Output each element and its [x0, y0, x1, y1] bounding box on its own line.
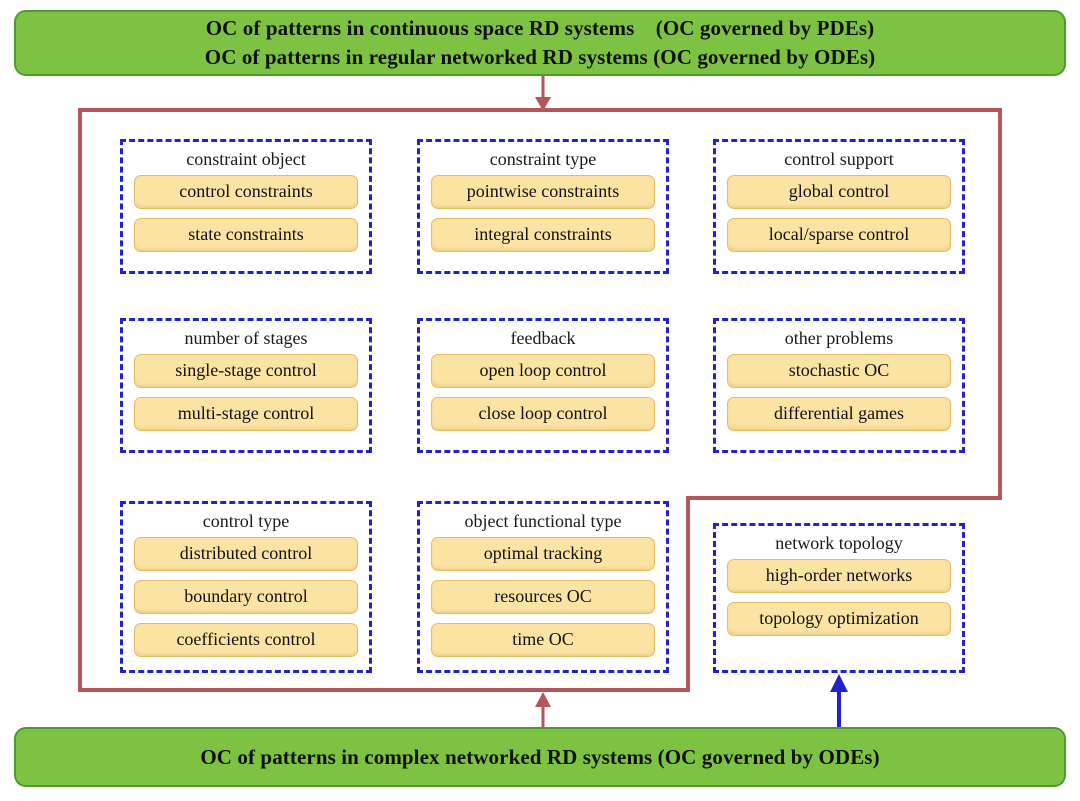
item-boundary-control[interactable]: boundary control [134, 580, 358, 615]
item-optimal-tracking[interactable]: optimal tracking [431, 537, 655, 572]
top-banner-line-2: OC of patterns in regular networked RD s… [204, 45, 876, 69]
group-other-problems: other problems stochastic OC differentia… [713, 318, 965, 453]
item-integral-constraints[interactable]: integral constraints [431, 218, 655, 253]
group-constraint-object: constraint object control constraints st… [120, 139, 372, 274]
item-global-control[interactable]: global control [727, 175, 951, 210]
bottom-banner-line: OC of patterns in complex networked RD s… [200, 744, 880, 769]
group-title: control support [784, 149, 894, 169]
item-single-stage-control[interactable]: single-stage control [134, 354, 358, 389]
group-title: other problems [784, 328, 894, 348]
item-open-loop-control[interactable]: open loop control [431, 354, 655, 389]
bottom-banner-up-arrow [535, 692, 551, 730]
item-local-sparse-control[interactable]: local/sparse control [727, 218, 951, 253]
group-title: feedback [510, 328, 576, 348]
group-network-topology: network topology high-order networks top… [713, 523, 965, 673]
group-title: constraint type [489, 149, 597, 169]
group-feedback: feedback open loop control close loop co… [417, 318, 669, 453]
item-time-oc[interactable]: time OC [431, 623, 655, 658]
top-banner-down-arrow [535, 76, 551, 111]
group-title: network topology [775, 533, 903, 553]
group-title: object functional type [464, 511, 622, 531]
item-coefficients-control[interactable]: coefficients control [134, 623, 358, 658]
item-distributed-control[interactable]: distributed control [134, 537, 358, 572]
group-object-functional-type: object functional type optimal tracking … [417, 501, 669, 673]
group-title: control type [202, 511, 290, 531]
group-constraint-type: constraint type pointwise constraints in… [417, 139, 669, 274]
item-state-constraints[interactable]: state constraints [134, 218, 358, 253]
top-banner-line-1: OC of patterns in continuous space RD sy… [205, 16, 875, 41]
item-high-order-networks[interactable]: high-order networks [727, 559, 951, 594]
item-differential-games[interactable]: differential games [727, 397, 951, 432]
item-pointwise-constraints[interactable]: pointwise constraints [431, 175, 655, 210]
group-control-type: control type distributed control boundar… [120, 501, 372, 673]
group-control-support: control support global control local/spa… [713, 139, 965, 274]
bottom-banner: OC of patterns in complex networked RD s… [14, 727, 1066, 787]
top-banner: OC of patterns in continuous space RD sy… [14, 10, 1066, 76]
item-resources-oc[interactable]: resources OC [431, 580, 655, 615]
group-title: number of stages [184, 328, 308, 348]
item-control-constraints[interactable]: control constraints [134, 175, 358, 210]
item-topology-optimization[interactable]: topology optimization [727, 602, 951, 637]
network-topology-up-arrow [830, 674, 848, 730]
group-title: constraint object [186, 149, 306, 169]
item-close-loop-control[interactable]: close loop control [431, 397, 655, 432]
item-stochastic-oc[interactable]: stochastic OC [727, 354, 951, 389]
group-number-of-stages: number of stages single-stage control mu… [120, 318, 372, 453]
item-multi-stage-control[interactable]: multi-stage control [134, 397, 358, 432]
